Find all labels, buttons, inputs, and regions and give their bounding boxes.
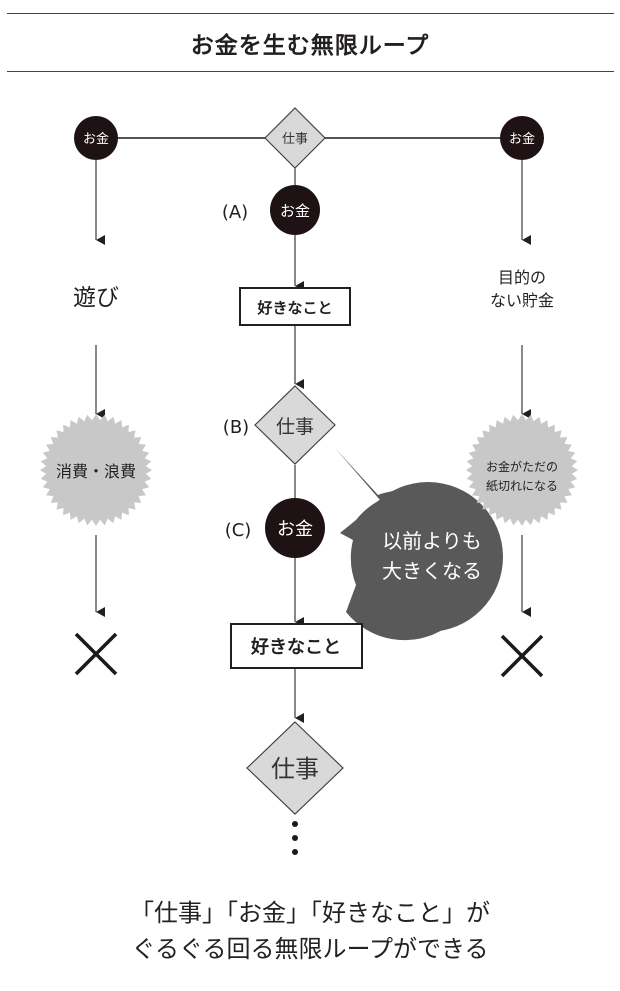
- left-waste-label: 消費・浪費: [56, 462, 136, 481]
- left-play-label: 遊び: [73, 285, 119, 311]
- left-cross-icon: [74, 632, 118, 676]
- like-box-1: 好きなこと: [239, 287, 351, 326]
- label-a: (A): [222, 202, 248, 223]
- caption-line-1: 「仕事」「お金」「好きなこと」が: [130, 899, 490, 927]
- speech-bubble-body: [353, 482, 503, 632]
- top-left-money-node: お金: [74, 116, 118, 160]
- top-left-money-label: お金: [83, 131, 109, 147]
- top-right-money-node: お金: [500, 116, 544, 160]
- bubble-line-2: 大きくなる: [382, 559, 482, 583]
- left-starburst: 消費・浪費: [40, 414, 152, 526]
- top-right-money-label: お金: [509, 131, 535, 147]
- right-starburst-shape: [466, 414, 578, 526]
- money-node-a: お金: [270, 185, 320, 235]
- page-title: お金を生む無限ループ: [190, 33, 430, 59]
- work-node-d: 仕事: [246, 721, 344, 815]
- right-saving-label-1: 目的の: [498, 268, 546, 287]
- right-starburst: お金がただの 紙切れになる: [466, 414, 578, 526]
- title-top-rule: [7, 13, 614, 14]
- label-b: (B): [223, 417, 249, 438]
- left-starburst-shape: [40, 414, 152, 526]
- like-box-1-label: 好きなこと: [256, 299, 332, 317]
- top-center-work-node: 仕事: [264, 107, 326, 169]
- right-paper-label-2: 紙切れになる: [486, 478, 558, 493]
- work-node-b: 仕事: [254, 385, 336, 465]
- title-bottom-rule: [7, 71, 614, 72]
- top-center-work-label: 仕事: [282, 132, 308, 147]
- like-box-2-label: 好きなこと: [250, 636, 341, 658]
- like-box-2: 好きなこと: [230, 623, 363, 669]
- caption-line-2: ぐるぐる回る無限ループができる: [131, 935, 489, 963]
- work-node-b-label: 仕事: [276, 416, 314, 438]
- money-node-a-label: お金: [280, 202, 310, 220]
- label-c: (C): [225, 520, 252, 541]
- money-node-c-label: お金: [277, 519, 313, 540]
- speech-bubble: 以前よりも 大きくなる: [335, 448, 503, 641]
- right-cross-icon: [500, 634, 544, 678]
- right-saving-label-2: ない貯金: [490, 291, 554, 310]
- work-node-d-label: 仕事: [271, 755, 319, 783]
- bubble-line-1: 以前よりも: [382, 529, 482, 553]
- money-node-c: お金: [265, 498, 325, 558]
- continuation-dots: [292, 821, 298, 855]
- right-paper-label-1: お金がただの: [486, 459, 558, 474]
